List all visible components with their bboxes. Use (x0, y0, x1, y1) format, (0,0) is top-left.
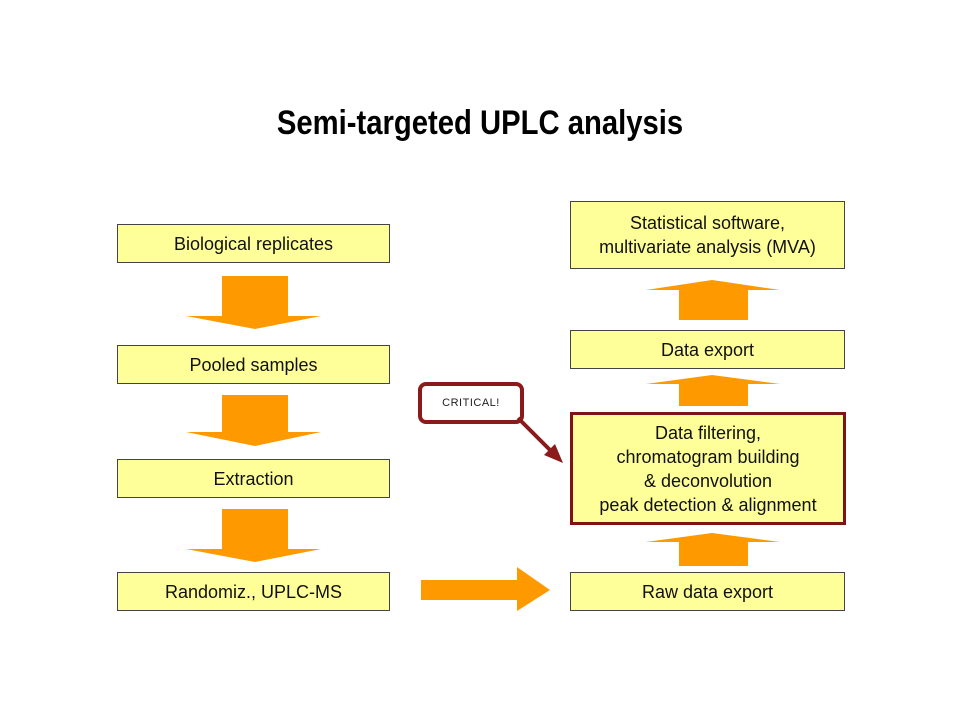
down-arrow-1 (186, 276, 321, 329)
down-arrow-2 (186, 395, 321, 446)
slide-title: Semi-targeted UPLC analysis (276, 104, 684, 142)
down-arrow-3 (186, 509, 321, 562)
data-export-label: Data export (660, 339, 755, 360)
statistical-software-box: Statistical software, multivariate analy… (570, 201, 845, 269)
up-arrow-3 (646, 280, 780, 320)
right-arrow (421, 567, 550, 611)
data-filtering-line-1: Data filtering, (654, 422, 762, 443)
extraction-label: Extraction (213, 468, 294, 489)
data-filtering-line-4: peak detection & alignment (599, 494, 817, 515)
extraction-box: Extraction (117, 459, 390, 498)
critical-callout: CRITICAL! (418, 382, 524, 424)
critical-callout-label: CRITICAL! (442, 397, 500, 409)
pooled-samples-label: Pooled samples (189, 354, 318, 375)
data-filtering-line-3: & deconvolution (643, 470, 773, 491)
data-export-box: Data export (570, 330, 845, 369)
biological-replicates-label: Biological replicates (173, 233, 334, 254)
pooled-samples-box: Pooled samples (117, 345, 390, 384)
randomiz-uplc-ms-box: Randomiz., UPLC-MS (117, 572, 390, 611)
raw-data-export-box: Raw data export (570, 572, 845, 611)
callout-pointer-head (544, 444, 563, 463)
statistical-software-line-2: multivariate analysis (MVA) (599, 237, 816, 257)
randomiz-uplc-ms-label: Randomiz., UPLC-MS (164, 581, 343, 602)
statistical-software-line-1: Statistical software, (629, 213, 786, 233)
raw-data-export-label: Raw data export (641, 581, 774, 602)
callout-pointer-line (516, 416, 556, 456)
up-arrow-2 (646, 375, 780, 406)
biological-replicates-box: Biological replicates (117, 224, 390, 263)
data-filtering-box: Data filtering, chromatogram building & … (570, 412, 846, 525)
data-filtering-line-2: chromatogram building (616, 446, 800, 467)
up-arrow-1 (646, 533, 780, 566)
